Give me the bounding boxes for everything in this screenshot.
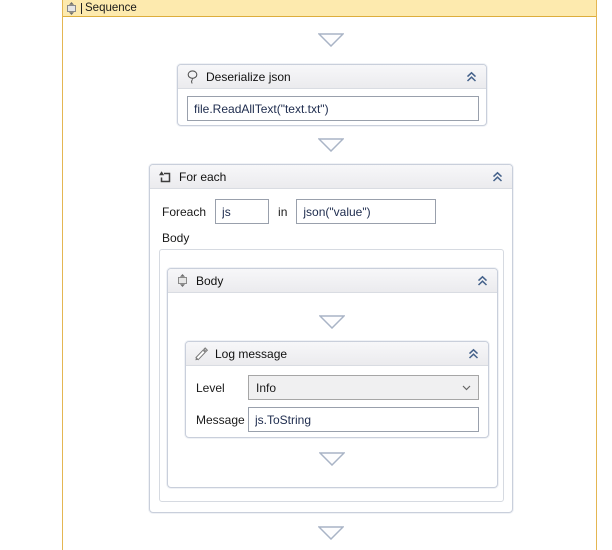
collapse-chevron-icon[interactable] [491,171,504,183]
title-edit-caret [81,2,82,14]
chevron-down-icon [462,385,471,391]
sequence-title[interactable]: Sequence [85,2,137,14]
message-label: Message [196,412,245,427]
sequence-titlebar[interactable]: Sequence [63,0,596,17]
pencil-icon [194,346,208,361]
drop-connector-bottom[interactable] [318,526,344,540]
deserialize-json-input[interactable] [187,96,479,121]
for-each-body-dropzone[interactable]: Body [159,249,504,502]
foreach-label: Foreach [162,204,207,219]
drop-connector-top[interactable] [318,33,344,47]
foreach-collection-input[interactable] [296,199,437,224]
body-sequence-activity[interactable]: Body [167,268,498,488]
log-message-title: Log message [215,346,288,361]
drop-connector-body-top[interactable] [319,315,345,329]
deserialize-json-title: Deserialize json [206,69,291,84]
for-each-title: For each [179,169,227,184]
in-label: in [278,204,288,219]
loop-arrow-icon [158,170,172,184]
log-message-activity[interactable]: Log message Level Info [185,341,489,438]
level-value: Info [256,380,277,395]
message-input[interactable] [248,407,479,432]
foreach-item-input[interactable] [215,199,270,224]
for-each-header[interactable]: For each [150,165,512,189]
log-message-header[interactable]: Log message [186,342,488,366]
level-select[interactable]: Info [248,375,479,400]
body-label: Body [162,231,190,245]
deserialize-json-activity[interactable]: Deserialize json [177,64,487,126]
for-each-activity[interactable]: For each Foreach in Body [149,164,513,513]
sequence-icon [65,1,78,15]
drop-connector-body-bottom[interactable] [319,452,345,466]
collapse-chevron-icon[interactable] [467,348,480,360]
deserialize-json-header[interactable]: Deserialize json [178,65,486,89]
level-label: Level [196,380,225,395]
body-sequence-header[interactable]: Body [168,269,497,293]
drop-connector-middle[interactable] [318,138,344,152]
sequence-icon [176,274,189,287]
collapse-chevron-icon[interactable] [465,71,478,83]
body-sequence-title: Body [196,273,224,288]
collapse-chevron-icon[interactable] [476,275,489,287]
balloon-icon [186,69,199,84]
sequence-activity[interactable]: Sequence Deserialize json [62,0,597,550]
